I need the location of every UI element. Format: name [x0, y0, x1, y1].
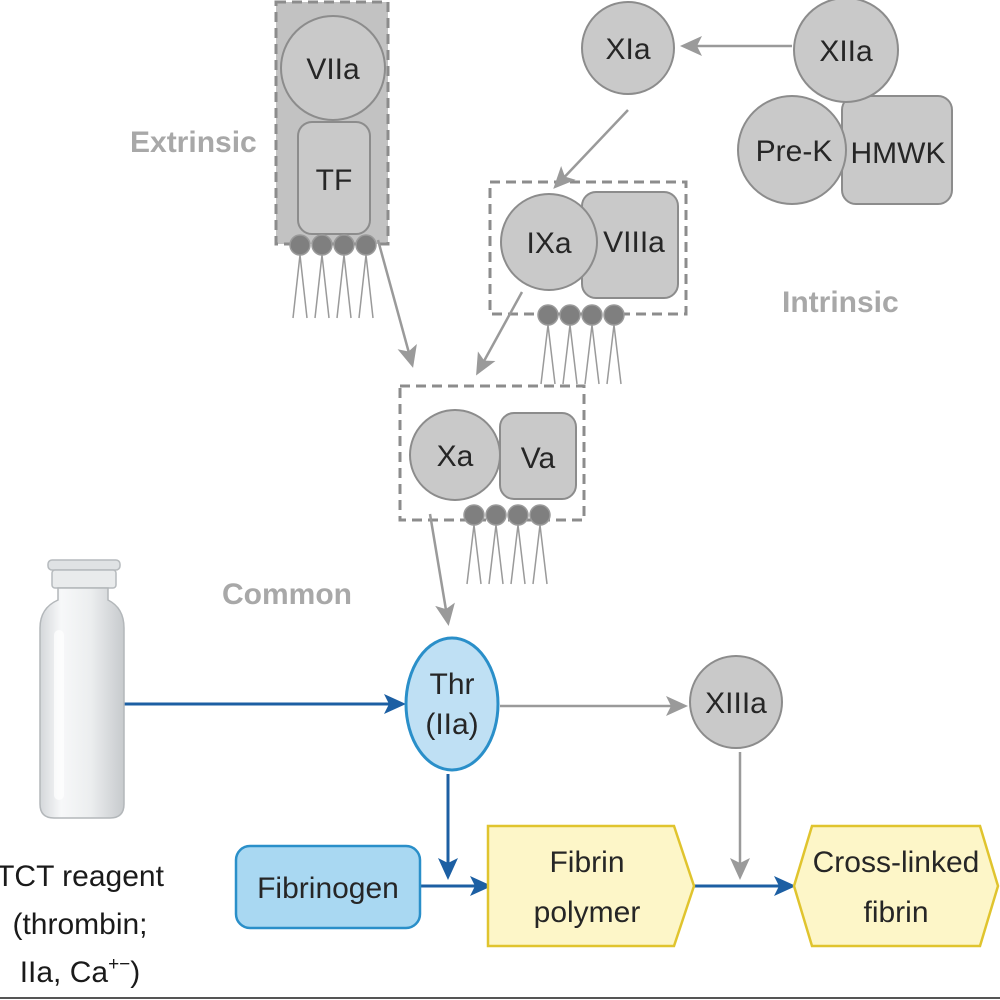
factor-xiia-label: XIIa	[819, 35, 873, 68]
reagent-label-line3-suffix: )	[130, 956, 140, 989]
factor-pre-k-node	[737, 95, 847, 205]
factor-xa-node	[409, 409, 501, 501]
pathway-arrows-blue	[124, 694, 796, 896]
reagent-label-line3-superscript: +−	[108, 954, 130, 975]
fibrinogen-label: Fibrinogen	[257, 872, 399, 905]
extrinsic-complex: VIIa TF	[274, 0, 390, 319]
factor-viiia-label: VIIIa	[603, 226, 665, 259]
fibrin-polymer-label-line2: polymer	[534, 896, 641, 929]
factor-ixa-label: IXa	[526, 227, 571, 260]
factor-pre-k-label: Pre-K	[756, 135, 833, 168]
cross-linked-fibrin-label-line1: Cross-linked	[813, 846, 980, 879]
thrombin-node	[404, 636, 500, 772]
fibrin-polymer-label-line1: Fibrin	[549, 846, 624, 879]
thrombin-label-line2: (IIa)	[425, 708, 478, 741]
reagent-label-line2: (thrombin;	[12, 908, 147, 941]
factor-tf-label: TF	[316, 164, 353, 197]
pathway-arrows-gray	[376, 36, 792, 880]
fibrinogen-node	[234, 844, 422, 930]
cross-linked-fibrin-label-line2: fibrin	[863, 896, 928, 929]
thrombin-node-group: Thr (IIa)	[404, 636, 500, 772]
cross-linked-fibrin-node-group: Cross-linked fibrin	[792, 824, 1000, 948]
factor-xiiia-group: XIIIa	[689, 655, 783, 749]
prothrombinase-complex: Va Xa	[398, 384, 586, 585]
factor-xia-label: XIa	[605, 33, 650, 66]
arrow-tf-to-xa	[376, 239, 417, 368]
arrow-ixa-to-xa	[476, 291, 524, 376]
reagent-label-line3-prefix: IIa, Ca	[20, 956, 109, 989]
factor-xia-node	[581, 1, 675, 95]
fibrinogen-node-group: Fibrinogen	[234, 844, 422, 930]
factor-xa-label: Xa	[437, 440, 474, 473]
reagent-label: TCT reagent (thrombin; IIa, Ca+−)	[0, 860, 165, 989]
factor-ixa-node	[500, 193, 598, 291]
fibrin-polymer-node	[486, 824, 696, 948]
phospholipid-membrane-prothrombinase	[463, 504, 551, 585]
factor-xiiia-node	[689, 655, 783, 749]
phospholipid-membrane-extrinsic	[289, 234, 377, 319]
tenase-complex: VIIIa IXa	[488, 180, 688, 385]
factor-tf-node	[297, 121, 371, 235]
factor-xiiia-label: XIIIa	[705, 687, 767, 720]
fibrin-polymer-node-group: Fibrin polymer	[486, 824, 696, 948]
factor-va-label: Va	[521, 442, 556, 475]
reagent-vial-icon	[39, 559, 125, 819]
phospholipid-membrane-tenase	[537, 304, 625, 385]
region-label-common: Common	[222, 578, 352, 611]
factor-xiia-node	[793, 0, 899, 103]
arrow-xia-to-ixa	[553, 109, 629, 189]
thrombin-label-line1: Thr	[430, 668, 475, 701]
factor-viia-label: VIIa	[306, 53, 360, 86]
arrow-xa-to-thrombin	[428, 513, 455, 626]
region-label-extrinsic: Extrinsic	[130, 126, 257, 159]
region-label-intrinsic: Intrinsic	[782, 286, 899, 319]
reagent-label-line3: IIa, Ca+−)	[20, 954, 141, 989]
factor-viia-node	[280, 15, 386, 121]
contact-activation-group: XIa HMWK Pre-K XIIa	[581, 0, 953, 205]
factor-hmwk-label: HMWK	[851, 137, 946, 170]
reagent-label-line1: TCT reagent	[0, 860, 165, 893]
cross-linked-fibrin-node	[792, 824, 1000, 948]
